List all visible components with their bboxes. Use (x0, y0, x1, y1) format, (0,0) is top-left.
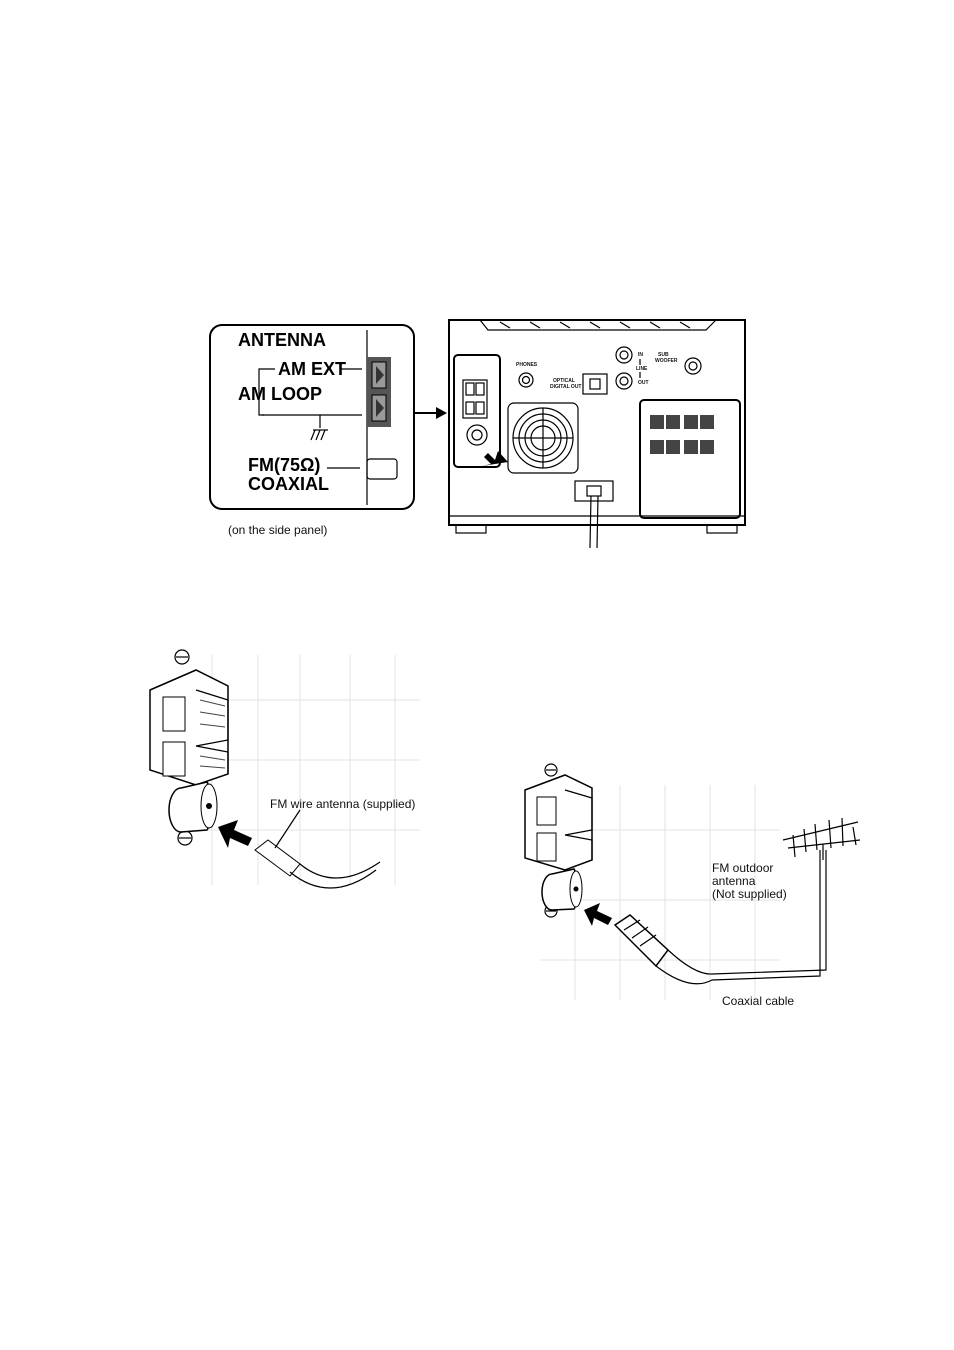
subwoofer-label-line2: WOOFER (655, 358, 678, 364)
antenna-heading: ANTENNA (238, 330, 326, 350)
fm-connector-icon-2 (542, 869, 582, 910)
fm-outdoor-label-line1: FM outdoor (712, 861, 773, 875)
am-ext-label: AM EXT (278, 359, 346, 379)
fm-wire-antenna-figure (150, 650, 420, 888)
phones-label: PHONES (516, 362, 538, 368)
antenna-terminal-callout: ANTENNA AM EXT AM LOOP FM(75Ω) COAXIAL (210, 325, 414, 509)
line-out-label: OUT (638, 380, 649, 386)
fm-label-line2: COAXIAL (248, 474, 329, 494)
fm-label-line1: FM(75Ω) (248, 455, 320, 475)
fan-grille-icon (508, 403, 578, 473)
coaxial-cable-label: Coaxial cable (722, 994, 794, 1008)
fm-wire-antenna-label: FM wire antenna (supplied) (270, 797, 415, 811)
insert-arrow-icon (218, 820, 252, 848)
fm-outdoor-antenna-figure (525, 764, 860, 1000)
ground-icon (311, 430, 328, 440)
insert-arrow-icon-2 (584, 903, 612, 926)
optical-label-line2: DIGITAL OUT (550, 384, 581, 390)
speaker-terminals-icon (650, 415, 714, 454)
line-label: LINE (636, 366, 648, 372)
fm-outdoor-label-line3: (Not supplied) (712, 887, 787, 901)
outdoor-antenna-icon (783, 818, 860, 860)
side-panel-caption: (on the side panel) (228, 523, 327, 537)
am-loop-label: AM LOOP (238, 384, 322, 404)
callout-arrow-icon (415, 407, 447, 419)
fm-terminal-icon (367, 459, 397, 479)
line-in-label: IN (638, 352, 643, 358)
fm-outdoor-label-line2: antenna (712, 874, 756, 888)
am-terminal-icon (367, 357, 391, 427)
fm-connector-icon (169, 782, 217, 832)
rear-panel-illustration: PHONES OPTICAL DIGITAL OUT IN LINE OUT S… (449, 320, 745, 548)
